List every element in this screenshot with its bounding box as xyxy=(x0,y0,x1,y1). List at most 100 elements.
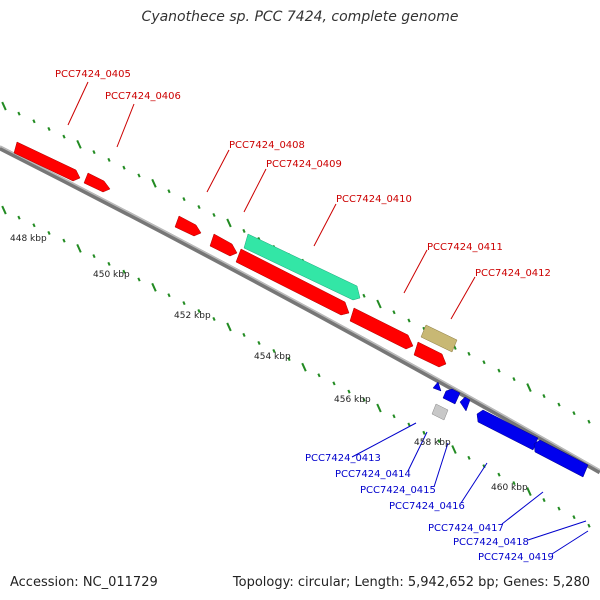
kbp-label: 460 kbp xyxy=(491,483,528,493)
kbp-label: 458 kbp xyxy=(414,438,451,448)
tick-mark xyxy=(451,445,457,454)
inner-tick-track xyxy=(1,205,591,528)
genome-summary-text: Topology: circular; Length: 5,942,652 bp… xyxy=(232,575,590,590)
tick-mark xyxy=(92,254,96,259)
genome-backbone xyxy=(0,145,600,475)
tick-mark xyxy=(151,282,157,292)
tick-mark xyxy=(212,316,216,321)
gene-0413[interactable] xyxy=(432,381,442,392)
gene-label[interactable]: PCC7424_0418 xyxy=(453,537,529,548)
tick-mark xyxy=(151,178,157,188)
tick-mark xyxy=(526,383,532,392)
tick-mark xyxy=(197,309,201,314)
kbp-label: 450 kbp xyxy=(93,270,130,280)
tick-mark xyxy=(17,215,21,220)
tick-mark xyxy=(17,111,21,116)
tick-mark xyxy=(62,134,66,139)
tick-mark xyxy=(107,261,111,266)
reverse-genes xyxy=(431,381,589,478)
gene-0405[interactable] xyxy=(13,141,81,182)
tick-mark xyxy=(167,293,171,298)
gene-0417[interactable] xyxy=(476,409,539,451)
gene-0408[interactable] xyxy=(174,215,202,237)
tick-mark xyxy=(76,243,82,253)
tick-mark xyxy=(92,150,96,155)
kbp-scale: 448 kbp 450 kbp 452 kbp 454 kbp 456 kbp … xyxy=(10,234,528,493)
tick-mark xyxy=(332,381,336,386)
tick-mark xyxy=(122,269,126,274)
tick-mark xyxy=(376,403,382,413)
tick-mark xyxy=(47,230,51,235)
gene-label[interactable]: PCC7424_0416 xyxy=(389,501,465,512)
callout-lines-bottom xyxy=(351,422,589,555)
tick-mark xyxy=(1,205,7,215)
gene-label[interactable]: PCC7424_0405 xyxy=(55,69,131,80)
gene-0416[interactable] xyxy=(459,396,471,412)
gene-0414[interactable] xyxy=(431,403,449,421)
tick-mark xyxy=(557,506,561,511)
tick-mark xyxy=(197,205,201,210)
tick-mark xyxy=(76,139,82,149)
tick-mark xyxy=(526,487,532,496)
tick-mark xyxy=(467,455,471,460)
gene-0415[interactable] xyxy=(442,388,461,405)
tick-mark xyxy=(392,414,396,419)
tick-mark xyxy=(557,402,561,407)
tick-mark xyxy=(32,223,36,228)
gene-label[interactable]: PCC7424_0410 xyxy=(336,194,412,205)
tick-mark xyxy=(182,301,186,306)
tick-mark xyxy=(542,394,546,399)
gene-0411[interactable] xyxy=(349,307,414,350)
accession-text: Accession: NC_011729 xyxy=(10,575,158,590)
tick-mark xyxy=(497,368,501,373)
gene-labels-top: PCC7424_0405 PCC7424_0406 PCC7424_0408 P… xyxy=(55,69,551,279)
tick-mark xyxy=(257,340,261,345)
gene-0412b[interactable] xyxy=(413,341,447,368)
gene-label[interactable]: PCC7424_0417 xyxy=(428,523,504,534)
tick-mark xyxy=(542,498,546,503)
tick-mark xyxy=(182,197,186,202)
tick-mark xyxy=(376,299,382,309)
tick-mark xyxy=(407,422,411,427)
tick-mark xyxy=(62,238,66,243)
gene-label[interactable]: PCC7424_0411 xyxy=(427,242,503,253)
tick-mark xyxy=(362,397,366,402)
tick-mark xyxy=(212,212,216,217)
tick-mark xyxy=(587,523,591,528)
tick-mark xyxy=(467,351,471,356)
tick-mark xyxy=(572,411,576,416)
kbp-label: 454 kbp xyxy=(254,352,291,362)
kbp-label: 448 kbp xyxy=(10,234,47,244)
tick-mark xyxy=(422,430,426,435)
gene-0406[interactable] xyxy=(83,172,111,193)
gene-label[interactable]: PCC7424_0406 xyxy=(105,91,181,102)
gene-0409[interactable] xyxy=(235,248,350,316)
tick-mark xyxy=(317,373,321,378)
tick-mark xyxy=(512,481,516,486)
gene-0418[interactable] xyxy=(533,439,589,478)
gene-label[interactable]: PCC7424_0419 xyxy=(478,552,554,563)
kbp-label: 456 kbp xyxy=(334,395,371,405)
gene-0409a[interactable] xyxy=(209,233,238,257)
gene-label[interactable]: PCC7424_0414 xyxy=(335,469,411,480)
tick-mark xyxy=(392,310,396,315)
callout-lines-top xyxy=(67,81,476,320)
tick-mark xyxy=(137,277,141,282)
gene-0412[interactable] xyxy=(420,324,458,353)
tick-mark xyxy=(47,126,51,131)
gene-label[interactable]: PCC7424_0408 xyxy=(229,140,305,151)
tick-mark xyxy=(572,515,576,520)
tick-mark xyxy=(167,189,171,194)
tick-mark xyxy=(587,419,591,424)
tick-mark xyxy=(1,101,7,111)
tick-mark xyxy=(512,377,516,382)
gene-0410[interactable] xyxy=(243,233,361,301)
tick-mark xyxy=(242,332,246,337)
gene-label[interactable]: PCC7424_0412 xyxy=(475,268,551,279)
gene-label[interactable]: PCC7424_0409 xyxy=(266,159,342,170)
tick-mark xyxy=(437,439,441,444)
gene-label[interactable]: PCC7424_0415 xyxy=(360,485,436,496)
tick-mark xyxy=(347,389,351,394)
gene-label[interactable]: PCC7424_0413 xyxy=(305,453,381,464)
